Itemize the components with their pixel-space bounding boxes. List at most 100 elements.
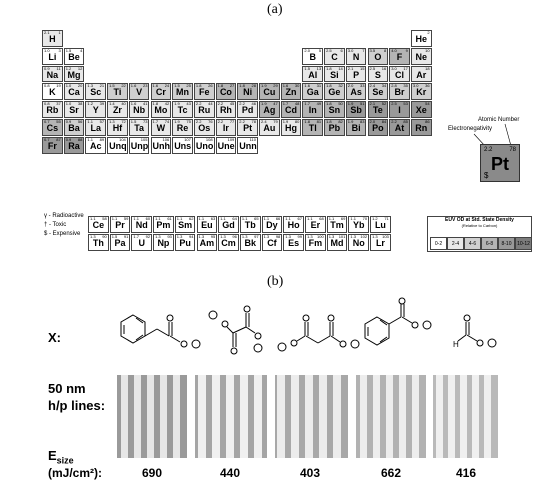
- element-atomic-number: 87: [56, 136, 61, 142]
- element-atomic-number: 53: [403, 101, 408, 107]
- element-electronegativity: 1.9: [347, 119, 354, 124]
- element-symbol: Une: [217, 140, 235, 151]
- esize-units: (mJ/cm²):: [48, 466, 103, 480]
- element-electronegativity: 1.3: [87, 83, 93, 89]
- element-atomic-number: 28: [251, 83, 256, 89]
- element-electronegativity: 2.4: [369, 83, 376, 89]
- element-atomic-number: 8: [383, 47, 387, 53]
- element-electronegativity: 1.5: [130, 119, 137, 124]
- element-atomic-number: 5: [318, 47, 322, 53]
- element-atomic-number: 16: [381, 65, 387, 71]
- element-atomic-number: 107: [184, 136, 191, 142]
- element-atomic-number: 46: [251, 101, 256, 107]
- element-electronegativity: 1.3: [90, 234, 96, 239]
- element-symbol: Zn: [285, 87, 297, 98]
- element-symbol: Ta: [134, 123, 145, 133]
- element-electronegativity: 1.1: [263, 216, 270, 221]
- element-electronegativity: 1.3: [350, 234, 356, 239]
- element-electronegativity: 1.5: [174, 83, 180, 89]
- element-symbol: Bi: [351, 123, 361, 133]
- euv-range-1: 2-4: [447, 237, 464, 250]
- element-symbol: Mg: [67, 69, 81, 80]
- legend-toxic: † - Toxic: [44, 222, 67, 228]
- element-atomic-number: 89: [99, 136, 105, 142]
- element-atomic-number: 103: [382, 234, 389, 239]
- element-electronegativity: 1.8: [326, 101, 332, 107]
- element-electronegativity: 0.9: [65, 119, 72, 124]
- element-electronegativity: 1.1: [87, 119, 93, 124]
- element-electronegativity: 1.8: [326, 119, 332, 124]
- element-atomic-number: 82: [338, 119, 343, 124]
- element-electronegativity: 1.3: [372, 234, 378, 239]
- element-atomic-number: 62: [189, 216, 194, 221]
- element-symbol: Xe: [415, 105, 427, 116]
- atomic-number-label: Atomic Number: [478, 117, 520, 123]
- esize-value-3: 403: [299, 466, 321, 480]
- element-symbol: Ag: [263, 105, 276, 116]
- element-electronegativity: 2.1: [347, 65, 354, 71]
- panel-b-label: (b): [267, 274, 284, 289]
- element-electronegativity: 1.9: [261, 101, 267, 107]
- malonate-structure: [277, 314, 360, 352]
- element-electronegativity: 1.4: [109, 101, 115, 107]
- element-symbol: Ar: [416, 69, 427, 80]
- element-symbol: Tb: [244, 220, 256, 230]
- element-electronegativity: 2.2: [391, 119, 397, 124]
- element-atomic-number: 80: [294, 119, 300, 124]
- element-atomic-number: 15: [360, 65, 365, 71]
- element-atomic-number: 109: [227, 136, 235, 142]
- element-atomic-number: 14: [338, 65, 343, 71]
- element-electronegativity: 1.0: [44, 47, 50, 53]
- euv-range-5: 10-12: [515, 237, 532, 250]
- element-electronegativity: 1.1: [87, 136, 93, 142]
- element-atomic-number: 17: [403, 65, 408, 71]
- element-symbol: Os: [198, 123, 211, 133]
- euv-range-0: 0-2: [430, 237, 447, 250]
- element-atomic-number: 60: [145, 216, 151, 221]
- formate-structure: [457, 314, 497, 348]
- element-atomic-number: 56: [77, 119, 83, 124]
- oxalate-structure: [208, 305, 263, 355]
- element-atomic-number: 102: [360, 234, 368, 239]
- element-atomic-number: 10: [425, 47, 430, 53]
- element-atomic-number: 29: [273, 83, 278, 89]
- example-electronegativity: 2.2: [484, 147, 493, 153]
- element-symbol: Es: [288, 238, 300, 248]
- element-electronegativity: 1.1: [155, 216, 161, 221]
- element-symbol: Lr: [375, 238, 385, 248]
- element-symbol: La: [90, 123, 101, 133]
- element-symbol: Ne: [415, 51, 427, 62]
- euv-range-4: 8-10: [498, 237, 515, 250]
- element-atomic-number: 94: [189, 234, 194, 239]
- element-symbol: Se: [372, 87, 384, 98]
- element-electronegativity: 1.1: [350, 216, 356, 221]
- element-atomic-number: 34: [381, 83, 387, 89]
- element-atomic-number: 97: [254, 234, 259, 239]
- element-electronegativity: 1.8: [195, 83, 202, 89]
- element-electronegativity: 1.1: [198, 216, 205, 221]
